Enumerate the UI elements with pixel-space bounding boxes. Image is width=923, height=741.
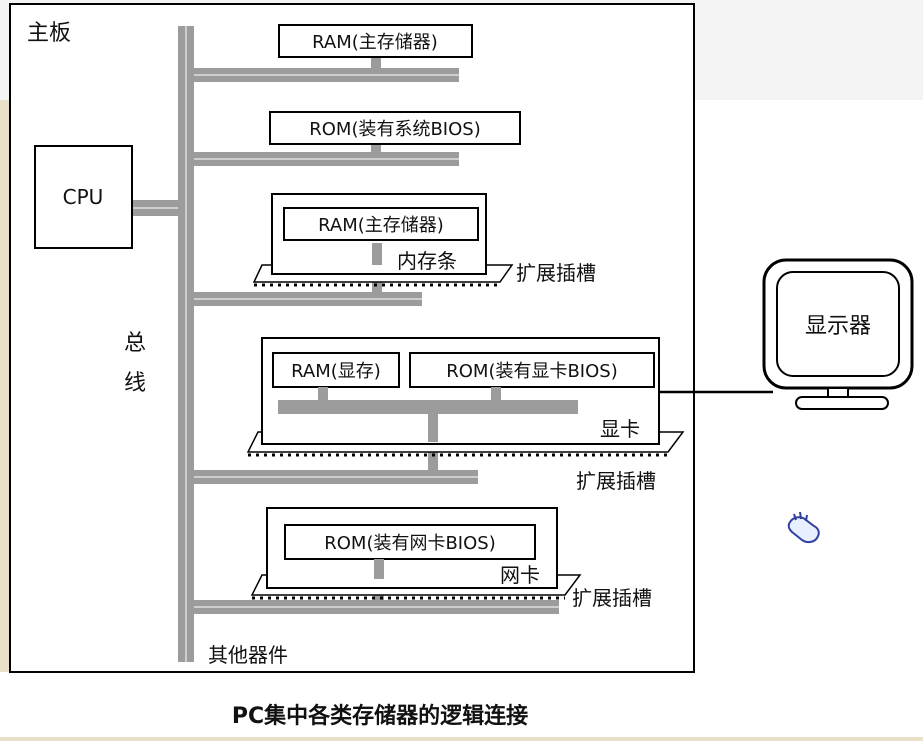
video-rom-box: [409, 352, 655, 388]
hand-pointer-icon: [787, 511, 820, 544]
module-stub: [372, 243, 382, 265]
bus-label-2: 线: [124, 371, 146, 396]
ram-top-label: RAM(主存储器): [312, 32, 438, 53]
cpu-label: CPU: [63, 185, 104, 209]
caption-panel: [0, 672, 923, 737]
ram-module-box: [283, 207, 479, 241]
bus-label-1: 总: [124, 331, 146, 356]
video-rom-label: ROM(装有显卡BIOS): [446, 361, 618, 382]
vram-label: RAM(显存): [291, 361, 381, 382]
net-rom-label: ROM(装有网卡BIOS): [324, 533, 496, 554]
other-devices-label: 其他器件: [208, 643, 288, 667]
video-bus: [278, 387, 578, 442]
network-card-label: 网卡: [500, 563, 540, 587]
module-label: 内存条: [397, 249, 457, 273]
net-stub: [374, 559, 384, 579]
slot-label-2: 扩展插槽: [576, 469, 656, 493]
rom-bios-box: [269, 111, 521, 145]
board-label: 主板: [27, 21, 71, 46]
net-rom-box: [284, 524, 536, 560]
vram-box: [272, 352, 400, 388]
monitor: [762, 258, 914, 410]
monitor-label: 显示器: [805, 314, 871, 339]
diagram-caption: PC集中各类存储器的逻辑连接: [232, 703, 528, 729]
ram-top-box: [278, 24, 473, 58]
rom-bios-label: ROM(装有系统BIOS): [309, 119, 481, 140]
slot-label-3: 扩展插槽: [572, 586, 652, 610]
bus-stripes: [132, 26, 559, 662]
cpu-box: [34, 145, 133, 249]
ram-module-label: RAM(主存储器): [318, 215, 444, 236]
right-panel: [695, 100, 923, 737]
slot-label-1: 扩展插槽: [516, 261, 596, 285]
video-card-label: 显卡: [600, 417, 640, 441]
